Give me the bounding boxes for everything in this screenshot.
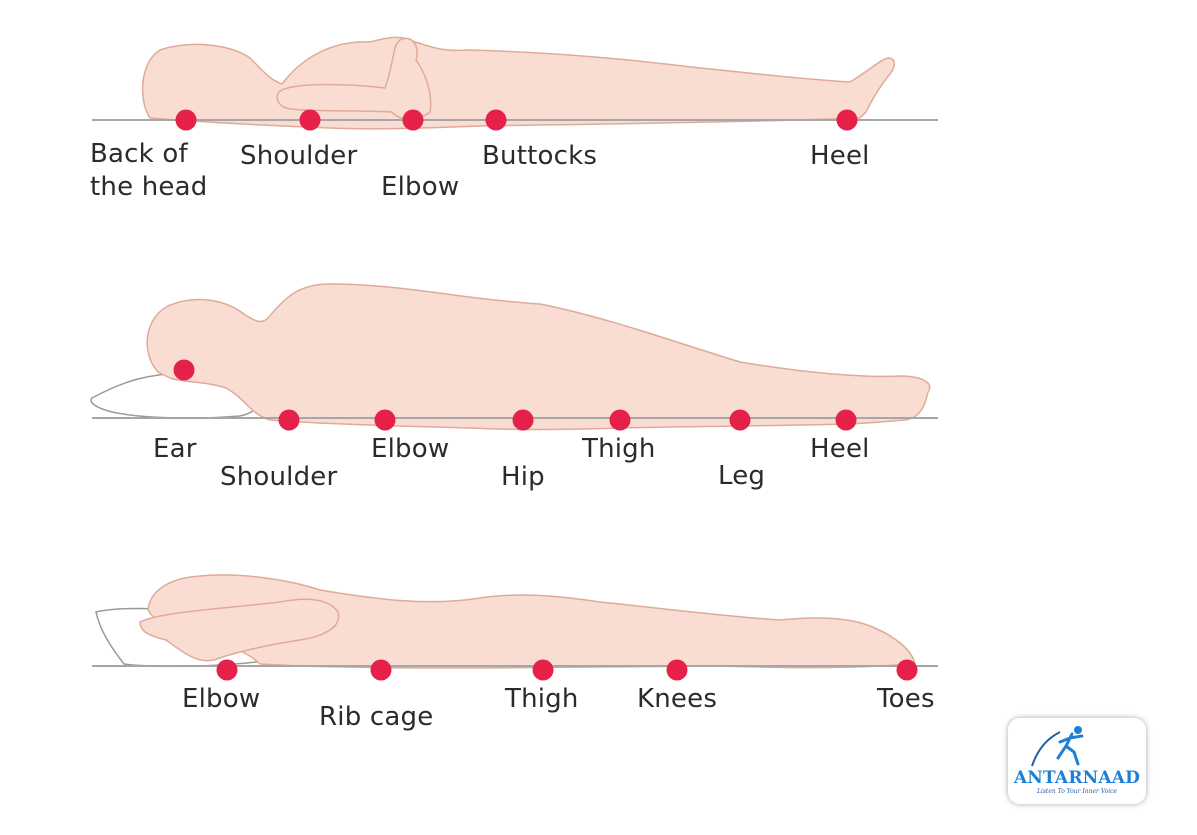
label-prone-knees: Knees	[637, 684, 718, 714]
label-supine-heel: Heel	[810, 141, 870, 171]
pressure-dot-supine-back-of-head	[175, 109, 197, 131]
label-side-elbow: Elbow	[371, 434, 450, 464]
pressure-dot-prone-rib-cage	[370, 659, 392, 681]
pressure-dot-supine-elbow	[402, 109, 424, 131]
label-prone-rib-cage: Rib cage	[319, 702, 434, 732]
pressure-dot-supine-heel	[836, 109, 858, 131]
pressure-dot-side-lying-leg	[729, 409, 751, 431]
side-lying-body	[146, 283, 931, 431]
pressure-dot-side-lying-ear	[173, 359, 195, 381]
pressure-dots	[173, 109, 918, 681]
label-side-hip: Hip	[501, 462, 545, 492]
label-side-heel: Heel	[810, 434, 870, 464]
pressure-dot-side-lying-shoulder	[278, 409, 300, 431]
label-supine-back-of-head-line1: Back of	[90, 139, 188, 169]
label-supine-elbow: Elbow	[381, 172, 460, 202]
pressure-dot-prone-thigh	[532, 659, 554, 681]
label-prone-elbow: Elbow	[182, 684, 261, 714]
label-supine-back-of-head-line2: the head	[90, 172, 208, 202]
pressure-dot-side-lying-elbow	[374, 409, 396, 431]
label-side-ear: Ear	[153, 434, 197, 464]
antarnaad-logo: ANTARNAAD Listen To Your Inner Voice	[1008, 718, 1146, 804]
logo-name: ANTARNAAD	[1013, 768, 1141, 788]
supine-arm	[276, 37, 432, 120]
label-supine-buttocks: Buttocks	[482, 141, 598, 171]
running-figure-icon	[1031, 726, 1084, 767]
label-side-leg: Leg	[718, 461, 766, 491]
label-supine-shoulder: Shoulder	[240, 141, 358, 171]
pressure-dot-side-lying-hip	[512, 409, 534, 431]
label-prone-thigh: Thigh	[505, 684, 579, 714]
logo-tagline: Listen To Your Inner Voice	[1036, 788, 1118, 795]
pressure-dot-supine-shoulder	[299, 109, 321, 131]
label-side-thigh: Thigh	[582, 434, 656, 464]
pressure-dot-side-lying-heel	[835, 409, 857, 431]
label-prone-toes: Toes	[877, 684, 935, 714]
pressure-dot-supine-buttocks	[485, 109, 507, 131]
pressure-dot-prone-toes	[896, 659, 918, 681]
label-side-shoulder: Shoulder	[220, 462, 338, 492]
supine-body	[141, 36, 895, 130]
pressure-dot-prone-knees	[666, 659, 688, 681]
pressure-dot-prone-elbow	[216, 659, 238, 681]
pressure-dot-side-lying-thigh	[609, 409, 631, 431]
prone-arm	[139, 598, 340, 662]
prone-body	[147, 574, 916, 669]
